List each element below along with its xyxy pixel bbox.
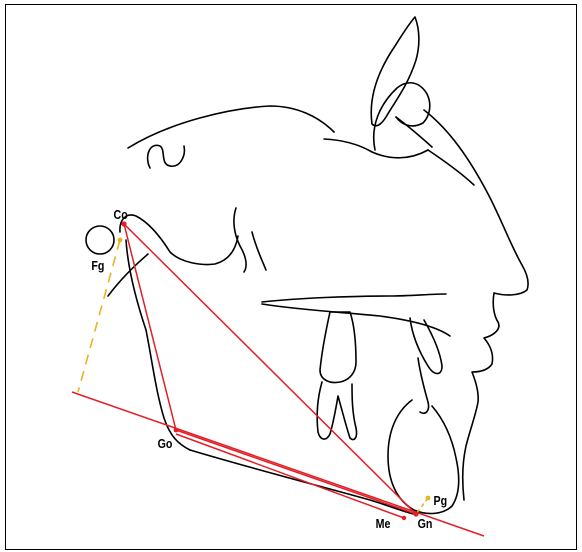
co-label: Co <box>114 207 128 222</box>
go-label: Go <box>158 436 173 451</box>
fg-projection-line <box>77 239 121 393</box>
landmark-labels: Co Fg Go Pg Me Gn <box>91 207 447 531</box>
pg-projection-line <box>415 497 429 515</box>
orbit-floor-line <box>395 116 433 148</box>
coronoid-process <box>233 207 247 273</box>
cranial-base-line <box>127 105 335 149</box>
sella-turcica <box>146 144 186 169</box>
mandible-lower-border <box>189 449 415 515</box>
nasal-bone-outline <box>370 16 420 127</box>
pg-label: Pg <box>433 493 447 508</box>
upper-incisor <box>409 317 443 375</box>
lower-molar <box>316 381 358 441</box>
lower-incisor <box>417 357 430 415</box>
fg-label: Fg <box>91 258 104 273</box>
diagram-frame <box>5 4 577 550</box>
me-point <box>401 515 407 521</box>
fg-point <box>117 237 123 243</box>
pg-point <box>425 495 431 501</box>
upper-molar <box>319 311 357 384</box>
me-label: Me <box>376 516 391 531</box>
gn-point <box>413 511 419 517</box>
nasal-soft-tissue <box>427 149 475 186</box>
go-gn-line <box>175 429 417 515</box>
soft-tissue-profile <box>423 109 529 501</box>
styloid-process <box>107 253 149 297</box>
pterygoid-plate <box>251 231 267 271</box>
go-point <box>173 427 179 433</box>
skull-profile-tracing <box>85 16 529 515</box>
maxilla-lower-border <box>261 303 451 337</box>
go-me-line <box>175 433 405 519</box>
symphysis-outline <box>387 399 460 515</box>
projection-lines <box>77 239 429 515</box>
co-gn-line <box>123 223 417 515</box>
landmark-points <box>117 221 431 521</box>
ramus-posterior-border <box>125 239 191 451</box>
palatal-plane <box>261 293 447 303</box>
orbit-outline <box>373 81 431 151</box>
orbital-rim-line <box>323 138 429 159</box>
co-point <box>121 221 127 227</box>
co-go-line <box>123 223 177 431</box>
gn-label: Gn <box>418 516 433 531</box>
condyle-outline <box>119 214 239 266</box>
ear-rod-circle <box>85 225 115 255</box>
